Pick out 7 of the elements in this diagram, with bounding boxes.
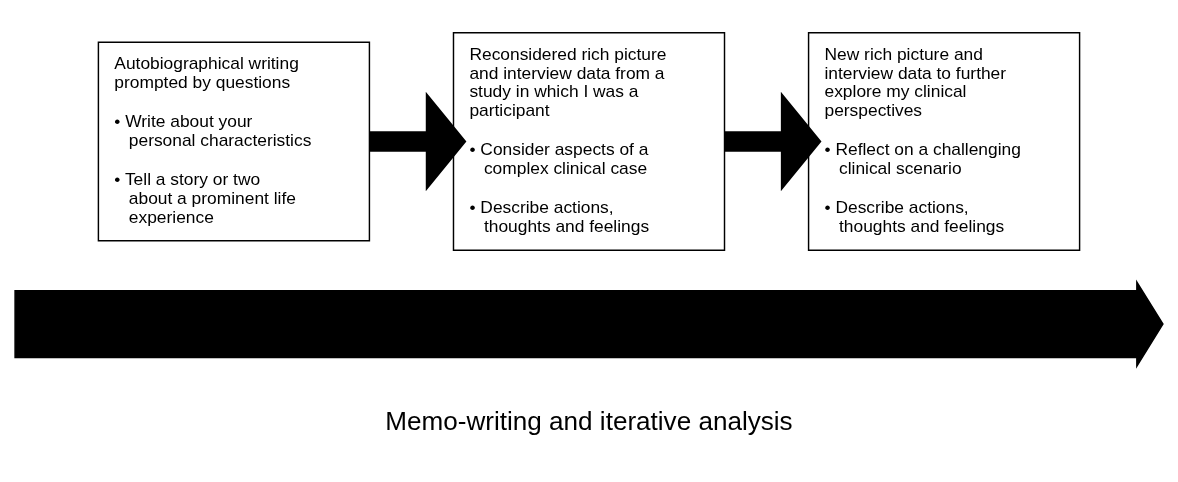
node-label: Memo-writing and iterative analysis xyxy=(385,405,793,436)
arrow xyxy=(724,91,822,191)
node-box: Autobiographical writing prompted by questions • Write about your personal characteristics • Tell a story or two about a prominent life experience xyxy=(97,41,371,241)
node-box: New rich picture and interview data to further explore my clinical perspectives • Reflect on a challenging clinical scenario • Describe actions, thoughts and feelings xyxy=(807,31,1081,251)
node-arrow xyxy=(14,279,1164,369)
arrow xyxy=(369,91,467,191)
node-box: Reconsidered rich picture and interview data from a study in which I was a participant • Consider aspects of a complex clinical case • Describe actions, thoughts and feelings xyxy=(452,31,726,251)
